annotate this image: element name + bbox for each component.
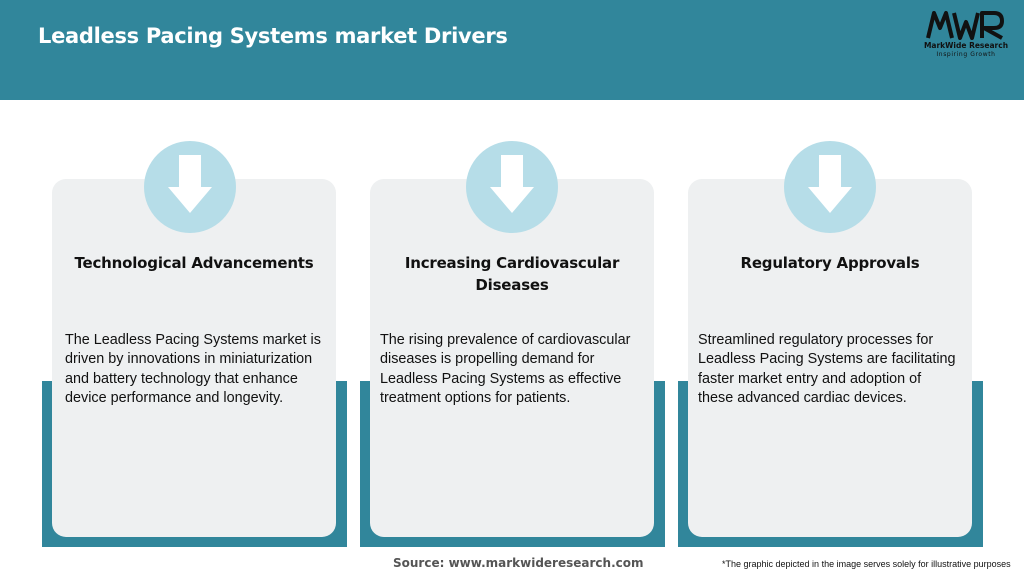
card-title: Increasing Cardiovascular Diseases bbox=[404, 254, 620, 294]
card-body: The rising prevalence of cardiovascular … bbox=[380, 332, 631, 406]
page-title: Leadless Pacing Systems market Drivers bbox=[38, 24, 508, 48]
arrow-down-icon bbox=[784, 141, 876, 233]
disclaimer-text: *The graphic depicted in the image serve… bbox=[722, 559, 1011, 569]
card-body: Streamlined regulatory processes for Lea… bbox=[698, 332, 956, 406]
card-title: Regulatory Approvals bbox=[740, 254, 920, 272]
logo-name: MarkWide Research bbox=[923, 41, 1009, 50]
card-title: Technological Advancements bbox=[74, 254, 314, 272]
driver-card bbox=[52, 179, 336, 537]
driver-card bbox=[370, 179, 654, 537]
arrow-down-icon bbox=[144, 141, 236, 233]
card-body: The Leadless Pacing Systems market is dr… bbox=[65, 332, 321, 406]
header-banner: Leadless Pacing Systems market Drivers M… bbox=[0, 0, 1024, 100]
logo: MarkWide Research Inspiring Growth bbox=[920, 10, 1012, 60]
logo-mark-icon bbox=[926, 11, 1004, 40]
driver-card bbox=[688, 179, 972, 537]
arrow-down-icon bbox=[466, 141, 558, 233]
logo-tagline: Inspiring Growth bbox=[936, 51, 996, 58]
source-text: Source: www.markwideresearch.com bbox=[393, 556, 644, 570]
